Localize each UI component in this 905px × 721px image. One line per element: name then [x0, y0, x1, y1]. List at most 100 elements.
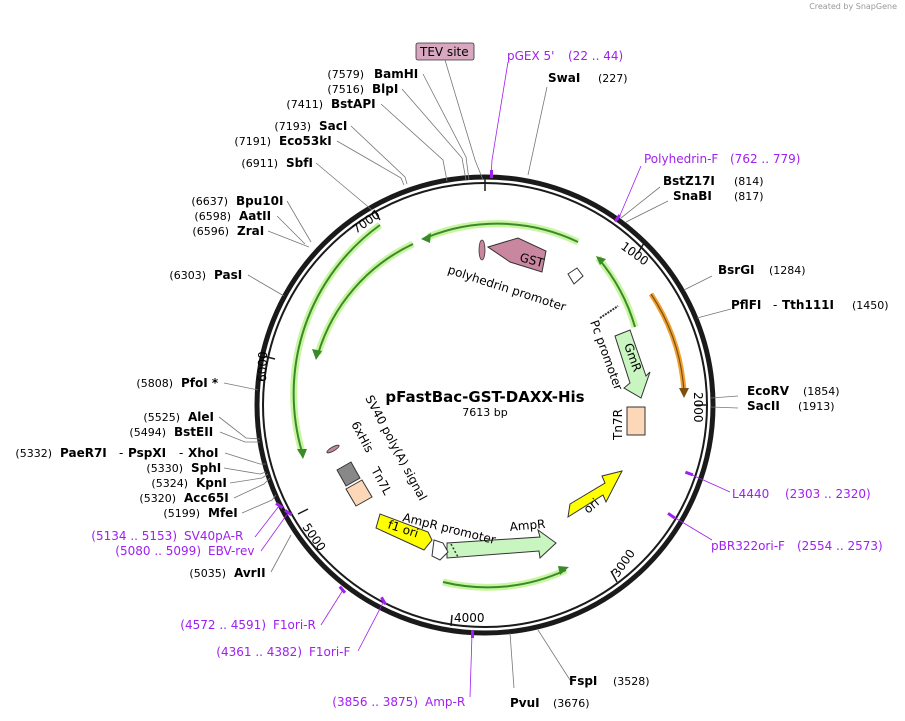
primer-pbr322ori-f: pBR322ori-F — [711, 539, 785, 553]
site-tth111i: Tth111I — [782, 298, 834, 312]
snapgene-credit: Created by SnapGene — [809, 2, 897, 11]
site-pos-bsteii: (5494) — [129, 426, 166, 439]
tick-label-5000: 5000 — [300, 521, 329, 554]
site-pos-bamhi: (7579) — [327, 68, 364, 81]
site-aatii: AatII — [239, 209, 271, 223]
site-xhoi: XhoI — [188, 446, 219, 460]
sv40-polya-feature-box — [336, 461, 361, 487]
site-pos-avrii: (5035) — [189, 567, 226, 580]
site-sacii: SacII — [747, 399, 780, 413]
primer-range-f1ori-r: (4572 .. 4591) — [180, 618, 266, 632]
gmr-feature-arrow — [614, 329, 651, 399]
site-bpu10i: Bpu10I — [236, 194, 283, 208]
site-blpi: BlpI — [372, 82, 398, 96]
primer-pgex5: pGEX 5' — [507, 49, 554, 63]
primer-marks — [275, 170, 694, 638]
gst-feature-arrow — [486, 237, 547, 273]
primer-amp-r: Amp-R — [425, 695, 465, 709]
site-pos-fspi: (3528) — [613, 675, 650, 688]
site-bsrgi: BsrGI — [718, 263, 755, 277]
plasmid-size: 7613 bp — [462, 406, 507, 419]
site-zrai: ZraI — [237, 224, 264, 238]
primer-range-pgex5: (22 .. 44) — [568, 49, 623, 63]
site-pos-swai: (227) — [598, 72, 628, 85]
tn7r-feature-box — [626, 406, 646, 436]
tn7r-label: Tn7R — [611, 409, 625, 441]
site-pos-blpi: (7516) — [327, 83, 364, 96]
polyhedrin-promoter-label: polyhedrin promoter — [446, 263, 568, 314]
ampr-promoter-mark — [450, 543, 459, 558]
orange-feature-arrow — [648, 292, 689, 398]
site-leaders — [218, 73, 739, 689]
site-pos-alei: (5525) — [143, 411, 180, 424]
site-bamhi: BamHI — [374, 67, 418, 81]
site-ecorv: EcoRV — [747, 384, 790, 398]
primer-ebv-rev: EBV-rev — [208, 544, 254, 558]
gst-label: GST — [518, 250, 546, 270]
pc-promoter-mark — [599, 305, 619, 319]
ori-feature-arrow — [567, 470, 623, 519]
site-pos-saci: (7193) — [274, 120, 311, 133]
tev-site-label: TEV site — [419, 45, 469, 59]
primer-range-amp-r: (3856 .. 3875) — [332, 695, 418, 709]
primer-sv40pa-r: SV40pA-R — [184, 529, 243, 543]
site-pos-bstapi: (7411) — [286, 98, 323, 111]
primer-range-sv40pa-r: (5134 .. 5153) — [91, 529, 177, 543]
primer-polyhedrin-f: Polyhedrin-F — [644, 152, 718, 166]
site-swai: SwaI — [548, 71, 580, 85]
f1-ori-feature-arrow — [375, 513, 433, 551]
primer-l4440: L4440 — [732, 487, 769, 501]
tick-label-2000: 2000 — [691, 392, 705, 423]
site-bstz17i: BstZ17I — [663, 174, 715, 188]
site-alei: AleI — [188, 410, 214, 424]
site-snabi: SnaBI — [673, 189, 712, 203]
tick-marks — [262, 177, 708, 627]
site-eco53ki: Eco53kI — [279, 134, 332, 148]
site-paer7i: PaeR7I — [60, 446, 107, 460]
site-pos-bstz17i: (814) — [734, 175, 764, 188]
site-kpni: KpnI — [196, 476, 227, 490]
site-pfoi: PfoI * — [181, 376, 219, 390]
site-pos-pasi: (6303) — [169, 269, 206, 282]
site-pos-pfoi: (5808) — [136, 377, 173, 390]
site-avrii: AvrII — [234, 566, 266, 580]
site-pos-ecorv: (1854) — [803, 385, 840, 398]
site-pos-eco53ki: (7191) — [234, 135, 271, 148]
site-sbfi: SbfI — [286, 156, 313, 170]
site-pos-snabi: (817) — [734, 190, 764, 203]
site-pos-pvui: (3676) — [553, 697, 590, 710]
primer-range-l4440: (2303 .. 2320) — [785, 487, 871, 501]
site-pos-sbfi: (6911) — [241, 157, 278, 170]
primer-range-polyhedrin-f: (762 .. 779) — [730, 152, 800, 166]
site-pos-acc65i: (5320) — [139, 492, 176, 505]
primer-range-pbr322ori-f: (2554 .. 2573) — [797, 539, 883, 553]
site-pos-bpu10i: (6637) — [191, 195, 228, 208]
site-mfei: MfeI — [208, 506, 238, 520]
ampr-promoter-arrow — [431, 539, 449, 561]
his6-label: 6xHis — [348, 419, 376, 455]
site-pos-sphi: (5330) — [146, 462, 183, 475]
tev-site-leader — [444, 59, 484, 181]
pc-promoter-label: Pc promoter — [587, 318, 625, 392]
ampr-label: AmpR — [509, 517, 546, 534]
primer-f1ori-f: F1ori-F — [309, 645, 350, 659]
polyhedrin-promoter-arrow — [567, 267, 584, 285]
tick-label-4000: 4000 — [454, 611, 485, 625]
primer-f1ori-r: F1ori-R — [273, 618, 316, 632]
site-pos-kpni: (5324) — [151, 477, 188, 490]
site-pos-tth111i: (1450) — [852, 299, 889, 312]
tn7l-feature-box — [345, 479, 373, 507]
site-pspxi: PspXI — [128, 446, 166, 460]
site-pvui: PvuI — [510, 696, 540, 710]
site-sphi: SphI — [191, 461, 221, 475]
site-bstapi: BstAPI — [331, 97, 376, 111]
his6-feature-mark — [326, 444, 340, 454]
site-pasi: PasI — [214, 268, 242, 282]
site-pos-mfei: (5199) — [163, 507, 200, 520]
orf-arcs — [290, 220, 639, 591]
site-sep-3: - — [773, 298, 777, 312]
ampr-feature-arrow — [446, 528, 557, 560]
primer-range-f1ori-f: (4361 .. 4382) — [216, 645, 302, 659]
site-pos-bsrgi: (1284) — [769, 264, 806, 277]
